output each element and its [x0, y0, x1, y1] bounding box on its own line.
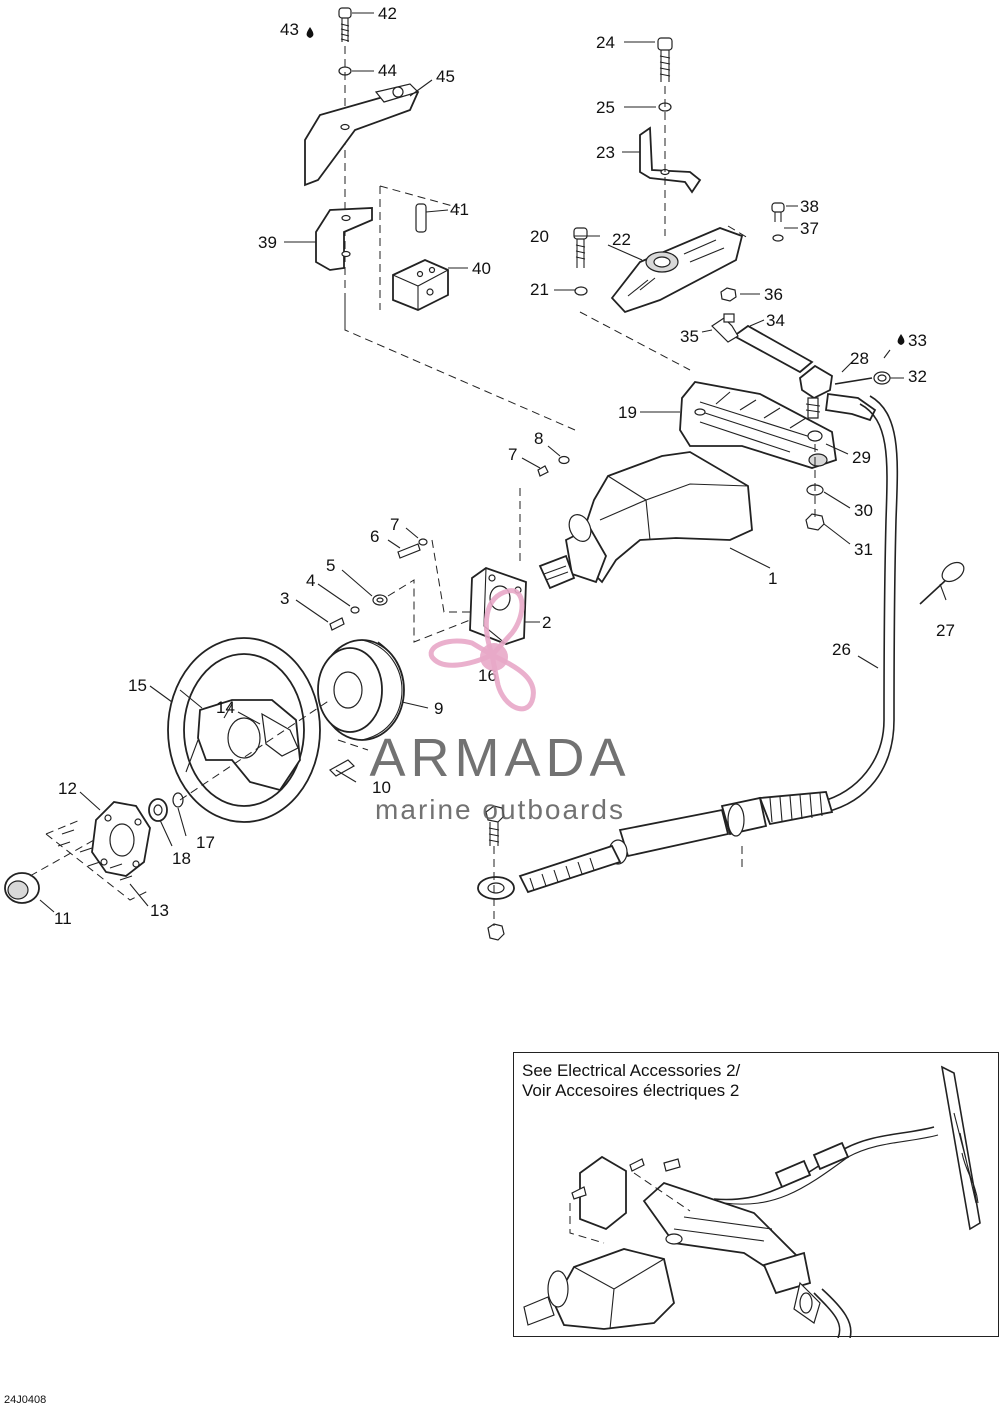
callout-6: 6: [370, 527, 379, 546]
callout-29: 29: [852, 448, 871, 467]
callout-8: 8: [534, 429, 543, 448]
callout-18: 18: [172, 849, 191, 868]
inset-reference-note: See Electrical Accessories 2/ Voir Acces…: [522, 1061, 740, 1101]
callout-24: 24: [596, 33, 615, 52]
upper-right-bracket-group: [554, 37, 798, 371]
callout-5: 5: [326, 556, 335, 575]
callout-12: 12: [58, 779, 77, 798]
callout-22: 22: [612, 230, 631, 249]
callout-2: 2: [542, 613, 551, 632]
cable-tie: [919, 561, 965, 605]
callout-37: 37: [800, 219, 819, 238]
callout-44: 44: [378, 61, 397, 80]
callout-35: 35: [680, 327, 699, 346]
upper-bracket-group: [284, 7, 576, 431]
callout-14: 14: [216, 698, 235, 717]
callout-45: 45: [436, 67, 455, 86]
callout-31: 31: [854, 540, 873, 559]
lever-plate-group: [640, 381, 851, 545]
callout-25: 25: [596, 98, 615, 117]
inset-note-line-2: Voir Accesoires électriques 2: [522, 1081, 740, 1100]
electrical-accessories-inset: See Electrical Accessories 2/ Voir Acces…: [513, 1052, 999, 1338]
callout-33: 33: [908, 331, 927, 350]
callout-36: 36: [764, 285, 783, 304]
wheel-hub-group: [149, 637, 429, 823]
watermark-tagline: marine outboards: [375, 794, 625, 825]
callout-labels: 42 43 44 45 41 39 40 24 25 23 20 22 21 3…: [54, 4, 955, 928]
steering-cable: [477, 395, 899, 941]
callout-42: 42: [378, 4, 397, 23]
callout-1: 1: [768, 569, 777, 588]
callout-19: 19: [618, 403, 637, 422]
callout-40: 40: [472, 259, 491, 278]
callout-4: 4: [306, 571, 315, 590]
callout-20: 20: [530, 227, 549, 246]
watermark-brand: ARMADA: [369, 728, 631, 788]
callout-39: 39: [258, 233, 277, 252]
callout-13: 13: [150, 901, 169, 920]
callout-26: 26: [832, 640, 851, 659]
callout-43: 43: [280, 20, 299, 39]
callout-21: 21: [530, 280, 549, 299]
callout-27: 27: [936, 621, 955, 640]
inset-drawing: [523, 1065, 981, 1338]
callout-32: 32: [908, 367, 927, 386]
callout-17: 17: [196, 833, 215, 852]
armada-propeller-logo: [428, 588, 536, 712]
mount-plate-group: [295, 445, 570, 645]
cable-linkage-group: [701, 313, 905, 422]
callout-23: 23: [596, 143, 615, 162]
callout-15: 15: [128, 676, 147, 695]
callout-11: 11: [54, 909, 72, 928]
callout-7b: 7: [390, 515, 399, 534]
callout-41: 41: [450, 200, 469, 219]
adapter-group: [4, 699, 331, 913]
callout-10: 10: [372, 778, 391, 797]
callout-3: 3: [280, 589, 289, 608]
callout-9: 9: [434, 699, 443, 718]
callout-7a: 7: [508, 445, 517, 464]
callout-30: 30: [854, 501, 873, 520]
figure-code: 24J0408: [4, 1394, 47, 1406]
callout-34: 34: [766, 311, 785, 330]
helm-unit: [538, 451, 771, 590]
callout-28: 28: [850, 349, 869, 368]
inset-note-line-1: See Electrical Accessories 2/: [522, 1061, 741, 1080]
callout-38: 38: [800, 197, 819, 216]
